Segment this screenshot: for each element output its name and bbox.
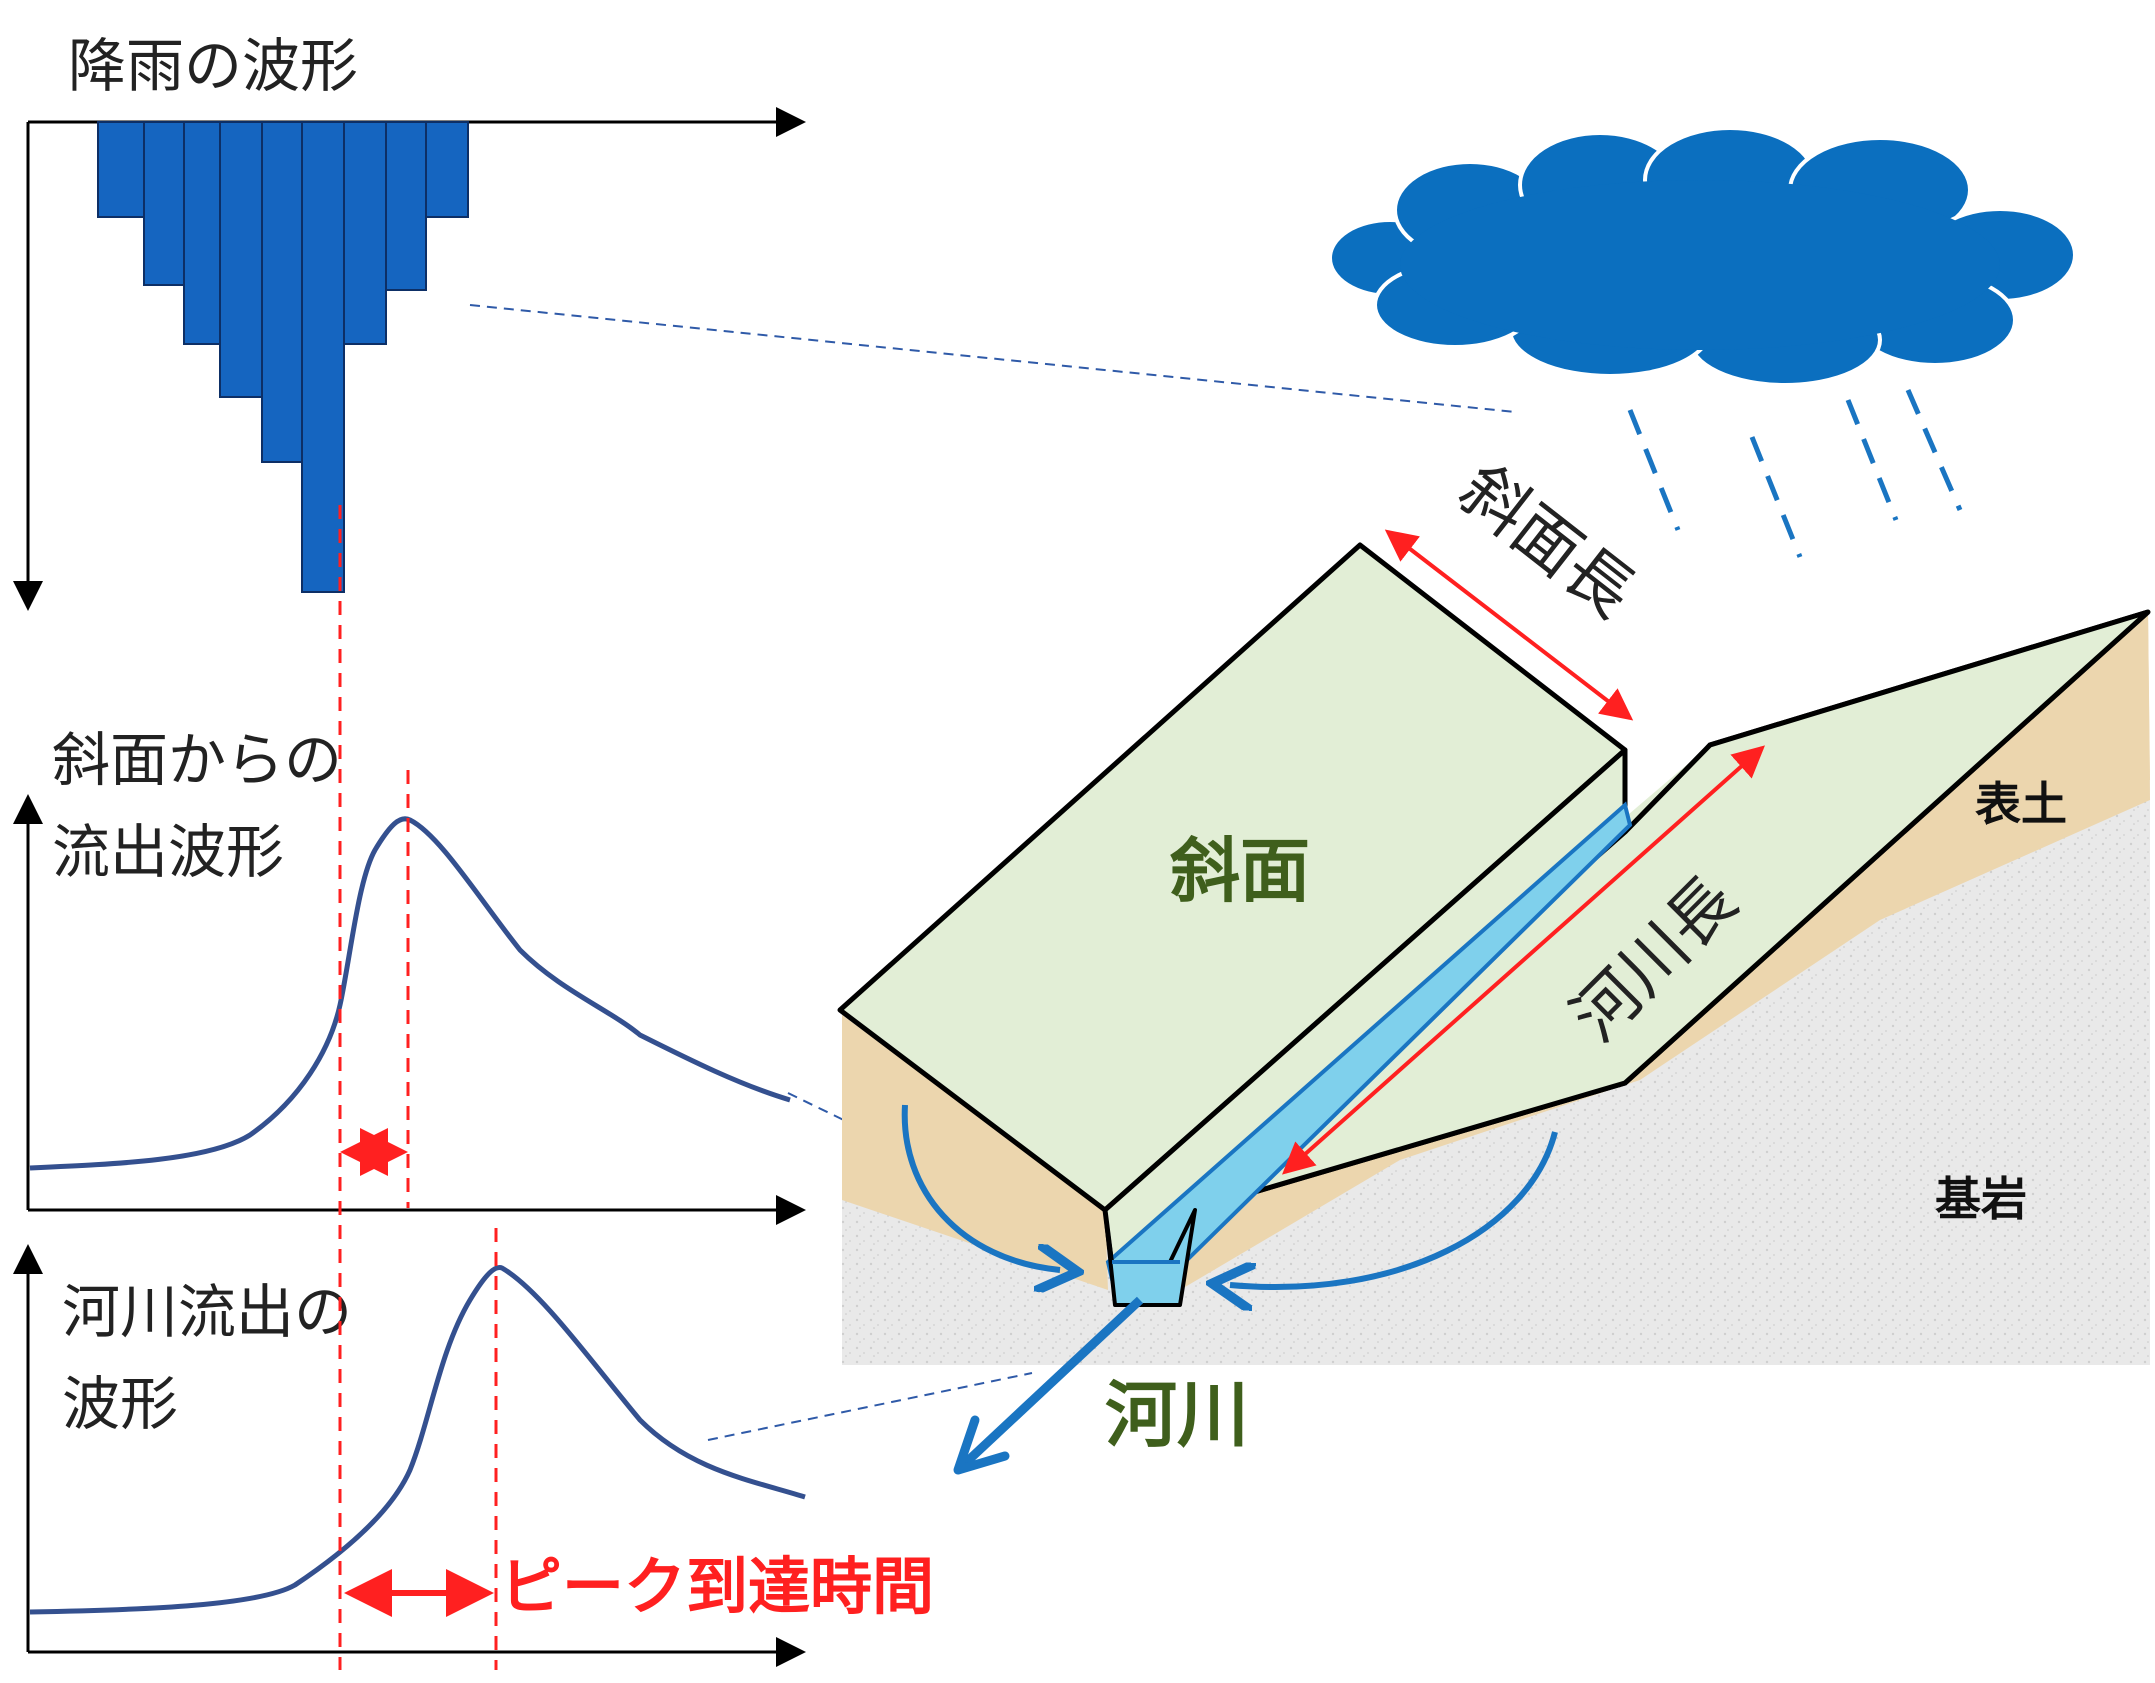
- slope-runoff-title-line1: 斜面からの: [52, 726, 342, 794]
- terrain-block: [837, 529, 2151, 1475]
- river-connector: [707, 1372, 1033, 1441]
- rain-bar: [385, 121, 427, 291]
- rain-bar: [343, 121, 387, 345]
- bedrock-layer: [842, 780, 2150, 1365]
- raindrop-icon: [1627, 389, 1963, 558]
- rain-cloud-icon: [1328, 126, 2077, 387]
- timing-guides: [338, 505, 498, 1670]
- slope-runoff-title-line2: 流出波形: [52, 818, 284, 886]
- river-label: 河川: [1105, 1373, 1249, 1457]
- slope-length-label: 斜面長: [1445, 450, 1648, 633]
- slope-runoff-hydrograph: 斜面からの 流出波形: [12, 726, 806, 1225]
- rain-bar: [219, 121, 263, 398]
- rain-bar: [425, 121, 469, 218]
- slope-length-arrow: [1384, 529, 1634, 721]
- rain-bar: [301, 121, 345, 593]
- topsoil-label: 表土: [1975, 777, 2067, 831]
- flow-direction-arrow-icon: [901, 1104, 1060, 1270]
- river-runoff-title-line1: 河川流出の: [62, 1278, 352, 1346]
- river-runoff-hydrograph: 河川流出の 波形: [12, 1244, 806, 1667]
- river-runoff-title-line2: 波形: [62, 1370, 178, 1438]
- flow-direction-arrow-icon: [953, 1415, 1010, 1475]
- slope-label: 斜面: [1170, 830, 1310, 912]
- slope-runoff-curve: [29, 816, 791, 1171]
- rain-bar: [143, 121, 185, 286]
- rainfall-hyetograph: 降雨の波形: [13, 32, 806, 611]
- peak-arrival-time-label: ピーク到達時間: [500, 1550, 934, 1623]
- river-length-arrow: [1282, 745, 1765, 1175]
- rain-bars: [97, 121, 469, 593]
- connector-lines: [469, 304, 1516, 1441]
- outflow-arrow-shaft: [954, 1296, 1144, 1474]
- rain-bar: [183, 121, 221, 345]
- bedrock-label: 基岩: [1935, 1172, 2027, 1226]
- rain-connector: [469, 304, 1516, 413]
- rain-title: 降雨の波形: [68, 32, 358, 100]
- river-runoff-curve: [29, 1265, 806, 1615]
- rain-bar: [261, 121, 303, 463]
- rain-bar: [97, 121, 145, 218]
